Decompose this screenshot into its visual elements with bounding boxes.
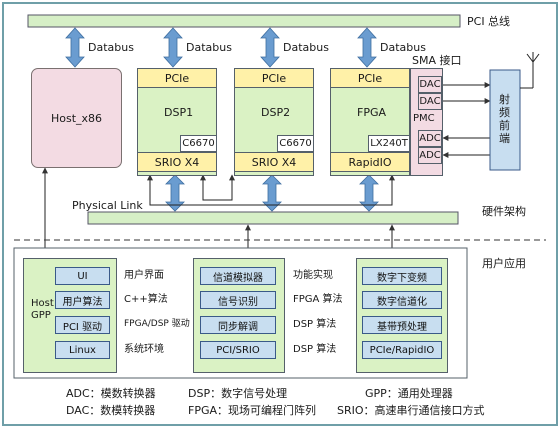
adc-box: ADC <box>418 147 442 164</box>
legend-dsp: DSP：数字信号处理 <box>188 387 288 400</box>
databus-arrow-fpga <box>357 27 377 68</box>
legend-dac: DAC：数模转换器 <box>66 404 156 417</box>
gpp-desc-system: 系统环境 <box>124 344 164 355</box>
dac-box: DAC <box>418 93 442 110</box>
gpp-item-pci-driver: PCI 驱动 <box>55 316 110 334</box>
srio-link-dsp1-fpga <box>147 174 395 206</box>
func-desc-dsp2: DSP 算法 <box>293 344 337 355</box>
dsp1-srio: SRIO X4 <box>137 152 217 172</box>
fpga-name: FPGA <box>357 106 387 119</box>
host-gpp-label: Host GPP <box>31 298 54 321</box>
databus-arrow-dsp2 <box>260 27 280 68</box>
link-arrow-dsp2 <box>262 174 282 212</box>
dsp-item-pci-srio: PCI/SRIO <box>200 341 276 359</box>
fpga-item-ddc: 数字下变频 <box>362 267 442 285</box>
gpp-desc-cpp: C++算法 <box>124 294 168 305</box>
fpga-rapidio: RapidIO <box>330 152 410 172</box>
fpga-item-baseband: 基带预处理 <box>362 316 442 334</box>
fpga-item-channelization: 数字信道化 <box>362 291 442 309</box>
adc-box: ADC <box>418 130 442 147</box>
databus-label: Databus <box>186 41 232 54</box>
gpp-item-linux: Linux <box>55 341 110 359</box>
legend-gpp: GPP：通用处理器 <box>365 387 453 400</box>
legend-fpga: FPGA：现场可编程门阵列 <box>188 404 317 417</box>
srio-link-dsp1-dsp2 <box>200 174 235 201</box>
physical-link-bus <box>87 211 459 225</box>
gpp-desc-driver: FPGA/DSP 驱动 <box>124 319 190 329</box>
gpp-desc-ui: 用户界面 <box>124 270 164 281</box>
pci-bus-label: PCI 总线 <box>467 15 511 28</box>
func-desc-dsp: DSP 算法 <box>293 319 337 330</box>
dsp-item-channel-sim: 信道模拟器 <box>200 267 276 285</box>
dsp-item-sync-demod: 同步解调 <box>200 316 276 334</box>
link-arrow-fpga <box>359 174 379 212</box>
func-desc-impl: 功能实现 <box>293 270 333 281</box>
databus-arrow-host <box>65 27 85 68</box>
databus-label: Databus <box>283 41 329 54</box>
fpga-chip: LX240T <box>368 135 410 152</box>
dsp2-name: DSP2 <box>261 106 291 119</box>
fpga-pcie: PCIe <box>330 68 410 88</box>
sma-label: SMA 接口 <box>412 54 462 67</box>
dsp2-chip: C6670 <box>277 135 314 152</box>
gpp-item-ui: UI <box>55 267 110 285</box>
dsp1-name: DSP1 <box>164 106 194 119</box>
fpga-item-pcie-rapidio: PCIe/RapidIO <box>362 341 442 359</box>
rf-frontend-label: 射频前端 <box>499 93 510 145</box>
dac-box: DAC <box>418 76 442 93</box>
dsp2-srio: SRIO X4 <box>234 152 314 172</box>
rf-frontend-box <box>489 69 521 171</box>
func-desc-fpga: FPGA 算法 <box>293 294 343 305</box>
link-arrow-dsp1 <box>165 174 185 212</box>
databus-label: Databus <box>380 41 426 54</box>
physical-link-label: Physical Link <box>72 199 143 212</box>
databus-label: Databus <box>88 41 134 54</box>
pci-bus <box>27 14 461 28</box>
databus-arrow-dsp1 <box>163 27 183 68</box>
dsp1-chip: C6670 <box>180 135 217 152</box>
dsp1-pcie: PCIe <box>137 68 217 88</box>
user-app-label: 用户应用 <box>482 257 526 270</box>
dsp-item-signal-recog: 信号识别 <box>200 291 276 309</box>
legend-srio: SRIO：高速串行通信接口方式 <box>337 404 485 417</box>
gpp-item-user-algorithm: 用户算法 <box>55 291 110 309</box>
legend-adc: ADC：模数转换器 <box>66 387 156 400</box>
host-x86-box: Host_x86 <box>31 68 122 168</box>
pmc-label: PMC <box>413 113 435 124</box>
hardware-arch-label: 硬件架构 <box>482 205 526 218</box>
dsp2-pcie: PCIe <box>234 68 314 88</box>
antenna-icon <box>520 52 540 89</box>
